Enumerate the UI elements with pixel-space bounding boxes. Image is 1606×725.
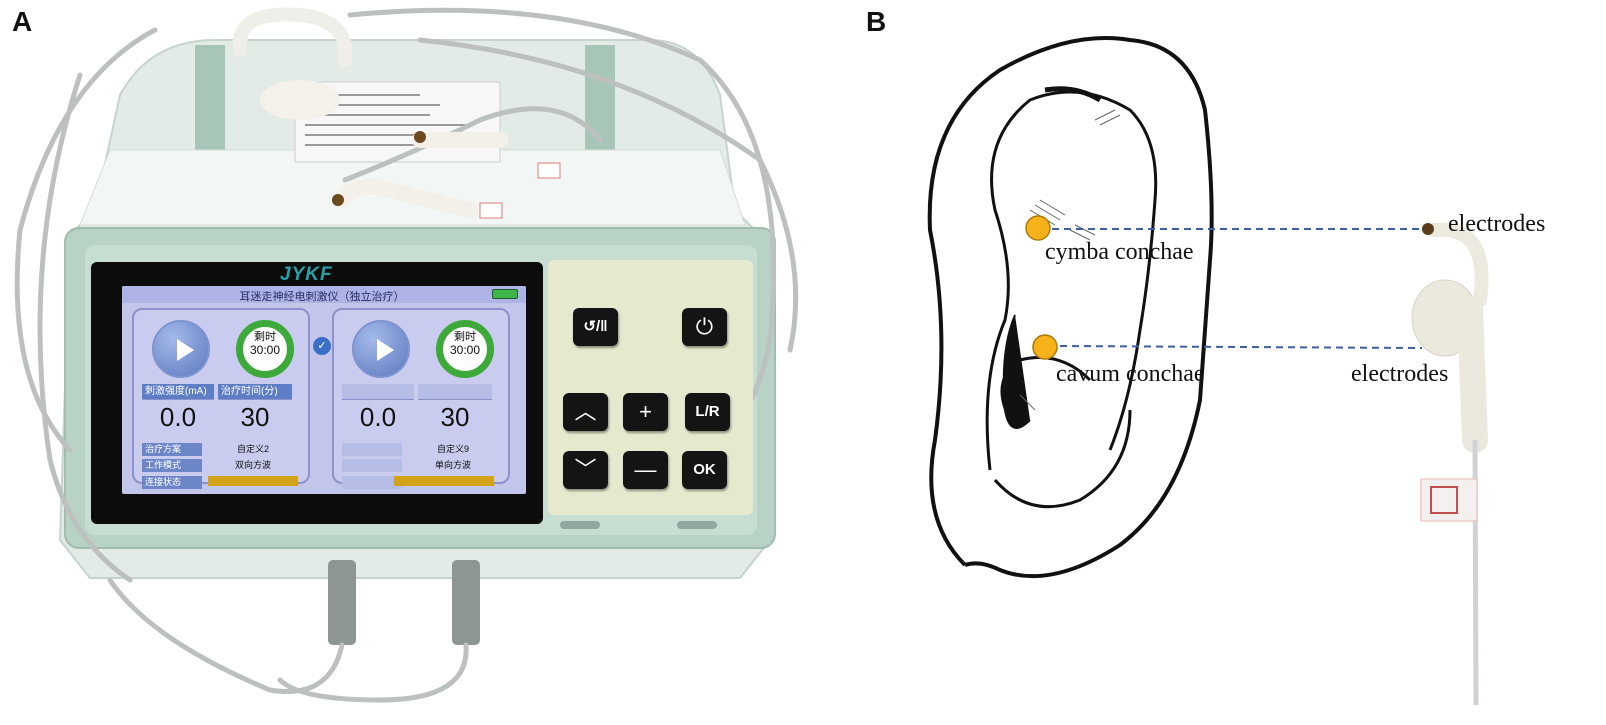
brand-logo: JYKF [280,264,333,285]
connection-label: 连接状态 [142,476,202,489]
lr-button[interactable]: L/R [685,393,730,431]
ear-lobe-rim [993,409,1132,509]
mode-label-faded [342,459,402,472]
duration-value[interactable]: 30 [218,399,292,433]
down-button[interactable]: ﹀ [563,451,608,489]
ear-diagram [927,36,1489,706]
lcd-titlebar [122,286,526,303]
earbud-top-left [232,7,353,120]
leader-line-cavum [1059,345,1423,349]
indicator-slot-left [560,521,600,529]
lcd-title: 耳迷走神经电刺激仪（独立治疗） [239,291,405,303]
lcd-display: 耳迷走神经电刺激仪（独立治疗） 剩时 30:00 刺激强度(mA) 治疗时间(分… [122,286,526,494]
connection-status-bar [208,476,298,486]
play-icon[interactable] [152,320,210,378]
ok-button[interactable]: OK [682,451,727,489]
indicator-slot-right [677,521,717,529]
channel-right[interactable]: 剩时 30:00 0.0 30 自定义9 单向方波 [332,308,510,489]
connector-right [452,560,480,645]
strap-left [195,45,225,155]
electrode-earbud [1411,222,1489,706]
timer-label: 剩时 [254,331,276,343]
plan-value[interactable]: 自定义2 [236,444,269,454]
panel-label-a: A [12,6,33,37]
plan-value[interactable]: 自定义9 [436,444,469,454]
connector-left [328,560,356,645]
play-icon[interactable] [352,320,410,378]
earbud-bottom [332,162,561,219]
earbud-center [412,131,508,148]
electrodes-label-bottom: electrodes [1351,361,1449,387]
minus-button[interactable]: — [623,451,668,489]
timer-label: 剩时 [454,331,476,343]
intensity-value[interactable]: 0.0 [342,399,414,433]
cymba-conchae-label: cymba conchae [1045,239,1194,265]
cavum-conchae-label: cavum conchae [1056,361,1205,387]
intensity-value[interactable]: 0.0 [142,399,214,433]
pause-button[interactable]: ↺/‖ [573,308,618,346]
connection-status-bar [394,476,494,486]
cavum-conchae-marker [1032,334,1058,360]
duration-header: 治疗时间(分) [218,384,292,399]
electrodes-label-top: electrodes [1448,211,1546,237]
duration-value[interactable]: 30 [418,399,492,433]
up-button[interactable]: ︿ [563,393,608,431]
lock-icon[interactable]: ✓ [313,337,331,355]
intensity-header-faded [342,384,414,399]
ear-antihelix [985,90,1158,471]
duration-header-faded [418,384,492,399]
ear-tragus [1002,314,1031,429]
ear-hatching [1019,109,1121,411]
mode-value[interactable]: 双向方波 [234,460,271,470]
cymba-conchae-marker [1025,215,1051,241]
intensity-header: 刺激强度(mA) [142,384,214,399]
plan-label: 治疗方案 [142,443,202,456]
mode-value[interactable]: 单向方波 [434,460,471,470]
cables [14,7,799,703]
timer-ring-left: 剩时 30:00 [236,320,294,378]
ear-crus [1044,86,1102,103]
panel-label-b: B [866,6,887,37]
strap-right [585,45,615,155]
timer-ring-right: 剩时 30:00 [436,320,494,378]
plus-button[interactable]: + [623,393,668,431]
power-button[interactable]: ⏻ [682,308,727,346]
channel-left[interactable]: 剩时 30:00 刺激强度(mA) 治疗时间(分) 0.0 30 治疗方案 自定… [132,308,310,489]
timer-value: 30:00 [249,343,281,357]
plan-label-faded [342,443,402,456]
ear-diagram-panel: cymba conchae cavum conchae electrodes e… [830,0,1606,725]
battery-icon [492,289,518,299]
ear-helix [927,36,1214,579]
device-photo-panel: JYKF 耳迷走神经电刺激仪（独立治疗） 剩时 30:00 刺激强度(mA) 治… [14,7,799,703]
connection-label-faded [342,476,402,489]
mode-label: 工作模式 [142,459,202,472]
timer-value: 30:00 [449,343,481,357]
